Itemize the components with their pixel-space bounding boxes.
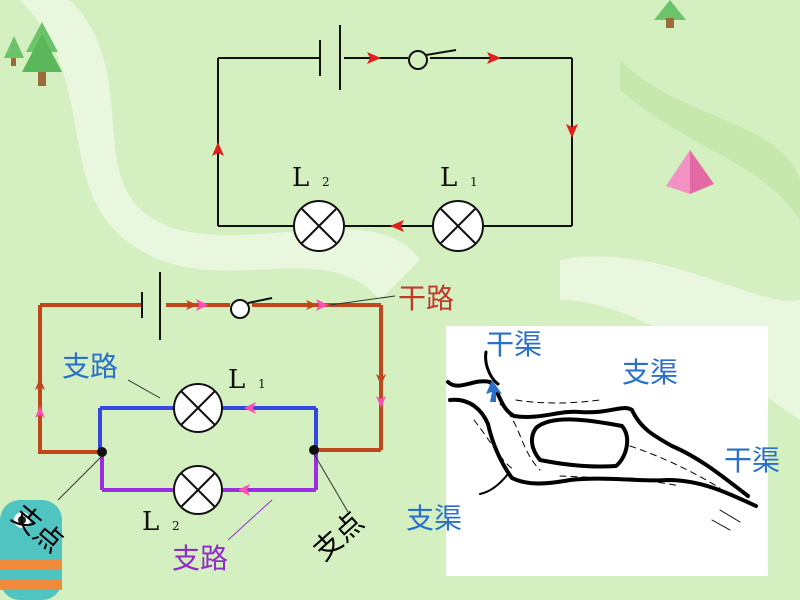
lamp-icon (173, 383, 223, 433)
current-arrow-icon (35, 299, 386, 496)
tent-icon (666, 150, 714, 194)
upper-branch-label: 支路 (62, 350, 118, 383)
series-circuit: L 2 L 1 (212, 25, 578, 252)
flow-arrow-icon (486, 380, 502, 402)
main-path-label: 干路 (398, 282, 454, 315)
lamp-l2-label: L (142, 507, 159, 537)
lamp-l2-subscript: 2 (322, 175, 330, 189)
lamp-l1-label: L (440, 163, 457, 193)
switch-icon (230, 297, 273, 319)
junction-dot (309, 445, 319, 455)
lamp-icon (173, 465, 223, 515)
lower-branch-label: 支路 (172, 542, 228, 575)
battery-icon (319, 25, 341, 90)
switch-icon (408, 49, 457, 70)
cartoon-character-icon (0, 500, 62, 600)
canal-sketch: 干渠 支渠 干渠 支渠 (406, 326, 780, 576)
lamp-l2-label: L (292, 163, 309, 193)
lamp-l1-subscript: 1 (258, 377, 266, 391)
swoosh-shape (20, 0, 420, 300)
lamp-l1-label: L (228, 365, 245, 395)
lamp-icon (432, 200, 484, 252)
current-arrow-icon (212, 52, 578, 232)
lamp-icon (293, 200, 345, 252)
tree-icon (654, 0, 686, 28)
lamp-l1-subscript: 1 (470, 175, 478, 189)
branch-canal-left-label: 支渠 (406, 502, 462, 535)
branch-canal-top-label: 支渠 (622, 356, 678, 389)
lamp-l2-subscript: 2 (172, 519, 180, 533)
main-canal-right-label: 干渠 (724, 444, 780, 477)
sketch-panel (446, 326, 768, 576)
main-canal-top-label: 干渠 (486, 328, 542, 361)
junction-dot (97, 447, 107, 457)
tree-icon (22, 22, 62, 86)
tree-icon (4, 36, 24, 66)
battery-icon (141, 272, 161, 340)
